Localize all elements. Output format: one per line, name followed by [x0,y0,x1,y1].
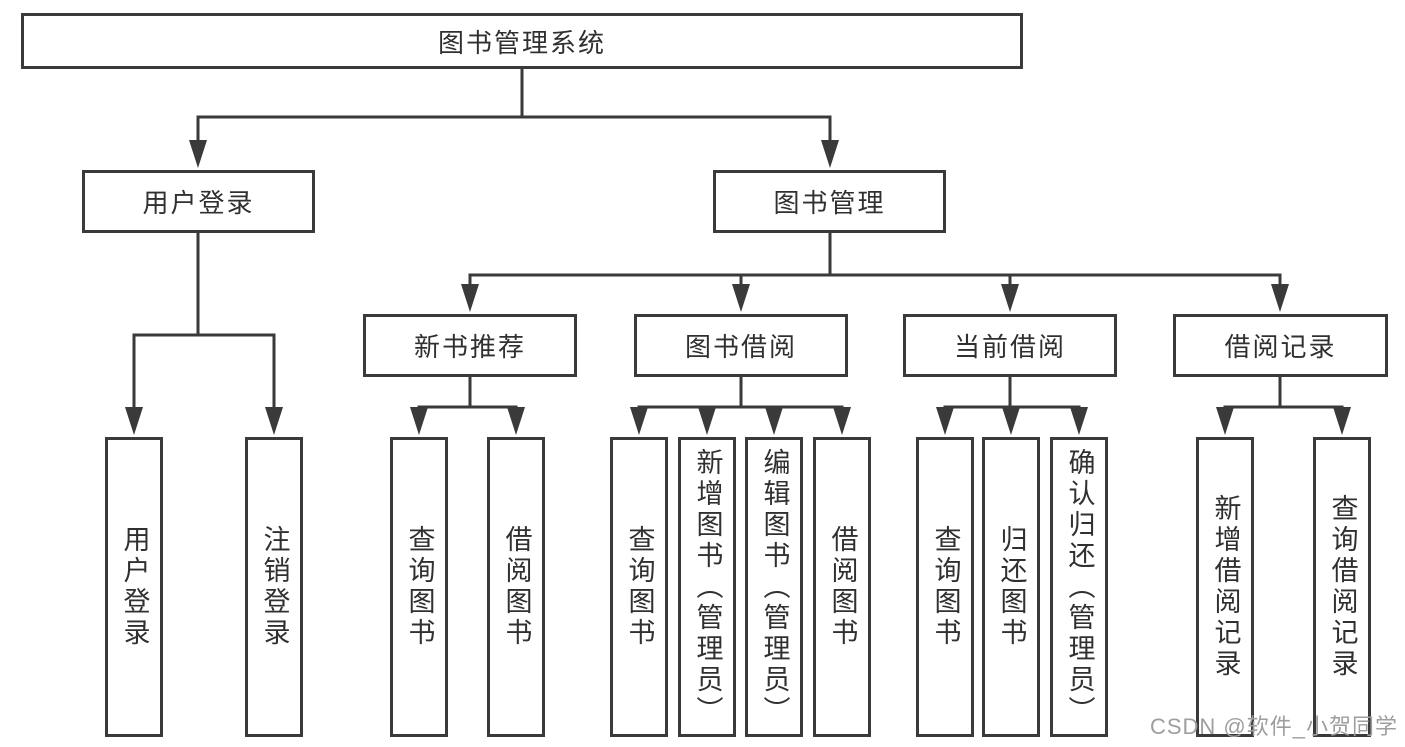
connector-new-book-to-leaves [410,377,525,435]
arrowhead [1001,284,1019,312]
node-label: 借阅图书 [501,525,532,649]
node-label: 借阅图书 [827,525,858,649]
node-user-login: 用户登录 [82,170,315,233]
arrowhead [1070,407,1088,435]
arrowhead [189,140,207,168]
node-label: 查询借阅记录 [1327,494,1358,680]
node-library-management-system: 图书管理系统 [21,13,1023,69]
leaf-edit-books-admin: 编辑图书（管理员） [745,437,803,737]
arrowhead [821,140,839,168]
node-book-borrowing: 图书借阅 [634,314,848,377]
leaf-query-books-current: 查询图书 [916,437,974,737]
connector-user-login-to-leaves [125,233,283,435]
node-label: 图书管理系统 [437,27,606,58]
leaf-query-borrow-record: 查询借阅记录 [1313,437,1371,737]
leaf-add-books-admin: 新增图书（管理员） [678,437,736,737]
arrowhead [1271,284,1289,312]
node-label: 新增图书（管理员） [692,447,723,727]
node-label: 编辑图书（管理员） [759,447,790,727]
leaf-query-books-recommend: 查询图书 [390,437,448,737]
leaf-return-books: 归还图书 [982,437,1040,737]
node-label: 图书管理 [773,188,886,218]
arrowhead [125,407,143,435]
node-label: 查询图书 [624,525,655,649]
node-label: 用户登录 [142,188,255,218]
node-label: 查询图书 [930,525,961,649]
arrowhead [765,407,783,435]
arrowhead [1002,407,1020,435]
node-label: 用户登录 [119,525,150,649]
connector-root-to-level2 [189,69,839,168]
arrowhead [630,407,648,435]
leaf-query-books-borrowing: 查询图书 [610,437,668,737]
leaf-borrow-books-recommend: 借阅图书 [487,437,545,737]
arrowhead [698,407,716,435]
node-label: 注销登录 [259,525,290,649]
connector-book-borrowing-to-leaves [630,377,851,435]
leaf-confirm-return-admin: 确认归还（管理员） [1050,437,1108,737]
node-borrowing-records: 借阅记录 [1173,314,1388,377]
leaf-user-login: 用户登录 [105,437,163,737]
arrowhead [461,284,479,312]
arrowhead [410,407,428,435]
arrowhead [936,407,954,435]
node-label: 新书推荐 [413,332,526,362]
node-label: 查询图书 [404,525,435,649]
arrowhead [507,407,525,435]
arrowhead [732,284,750,312]
leaf-add-borrow-record: 新增借阅记录 [1196,437,1254,737]
node-book-management: 图书管理 [713,170,946,233]
node-label: 借阅记录 [1224,332,1337,362]
connector-current-borrowing-to-leaves [936,377,1088,435]
connector-borrow-records-to-leaves [1216,377,1351,435]
leaf-logout: 注销登录 [245,437,303,737]
arrowhead [1216,407,1234,435]
arrowhead [1333,407,1351,435]
csdn-watermark: CSDN @软件_小贺同学 [1149,714,1398,739]
node-label: 新增借阅记录 [1210,494,1241,680]
node-label: 确认归还（管理员） [1064,447,1095,727]
leaf-borrow-books-borrowing: 借阅图书 [813,437,871,737]
node-label: 图书借阅 [684,332,797,362]
node-current-borrowing: 当前借阅 [903,314,1117,377]
connector-book-management-to-level3 [461,233,1289,312]
arrowhead [265,407,283,435]
node-label: 当前借阅 [953,332,1066,362]
node-label: 归还图书 [996,525,1027,649]
node-new-book-recommendation: 新书推荐 [363,314,577,377]
arrowhead [833,407,851,435]
